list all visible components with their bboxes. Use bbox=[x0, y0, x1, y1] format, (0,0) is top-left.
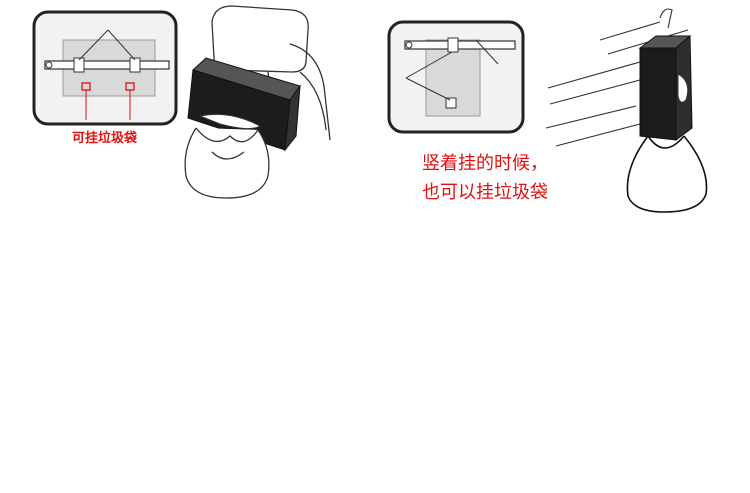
hook-marker-left bbox=[81, 82, 91, 120]
right-inset-panel bbox=[387, 20, 525, 134]
headrest-scene-right bbox=[545, 8, 689, 147]
left-inset-panel bbox=[32, 10, 178, 126]
trash-bag-left bbox=[184, 127, 270, 199]
right-caption-line1: 竖着挂的时候， bbox=[422, 153, 548, 174]
hook-marker-right bbox=[125, 82, 135, 120]
right-caption-line2: 也可以挂垃圾袋 bbox=[422, 182, 548, 203]
trash-bag-right bbox=[626, 135, 708, 213]
left-caption: 可挂垃圾袋 bbox=[72, 131, 138, 146]
tissue-box-right bbox=[638, 34, 693, 141]
tissue-box-left bbox=[187, 57, 301, 152]
